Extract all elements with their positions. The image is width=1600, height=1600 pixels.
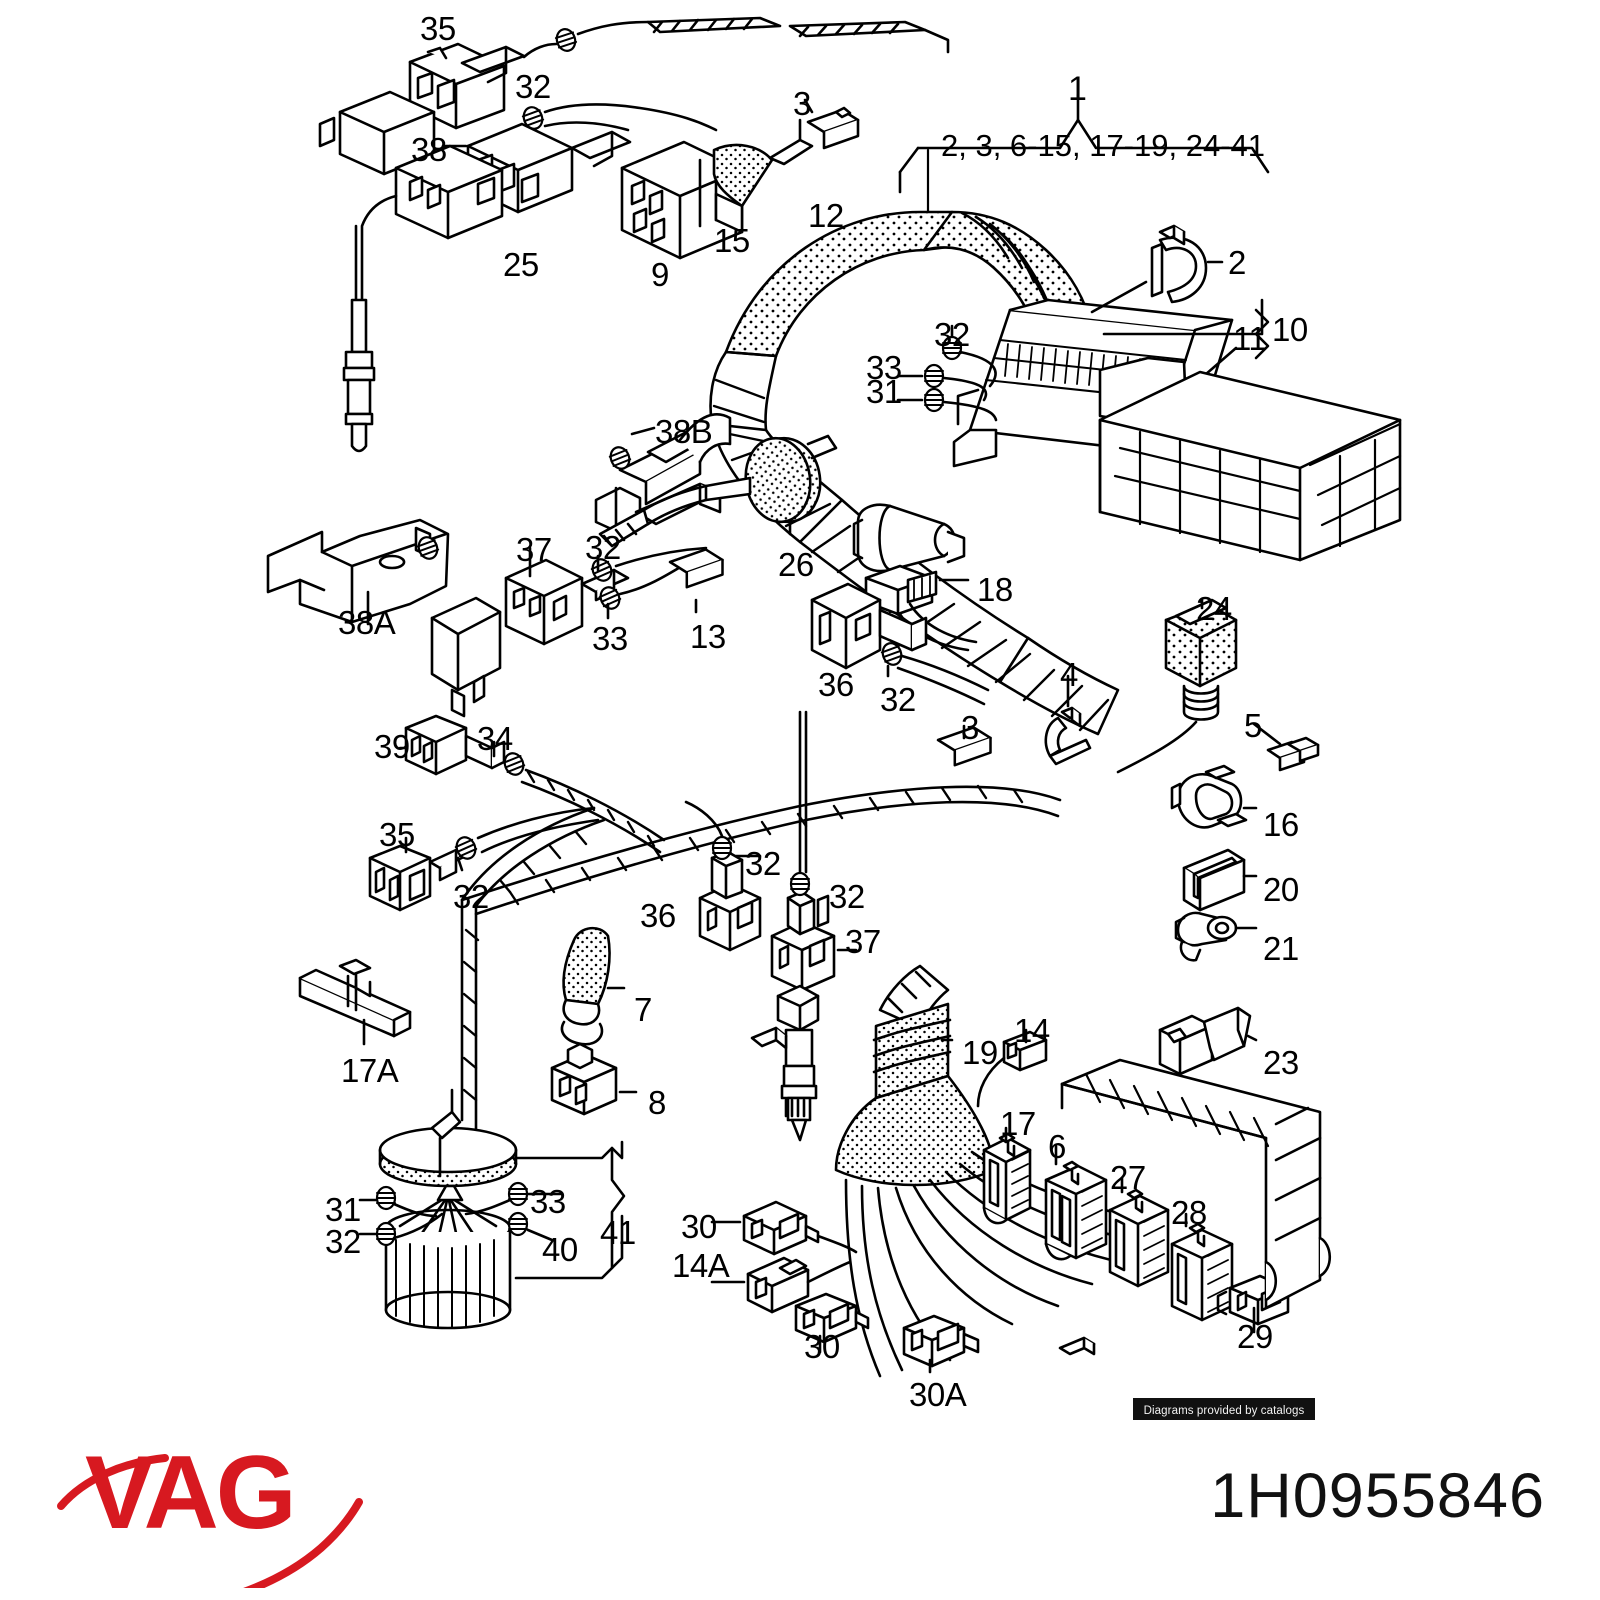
part-number: 1H0955846: [1210, 1461, 1545, 1531]
callout-17: 17: [1000, 1105, 1036, 1142]
callout-15: 15: [714, 222, 750, 259]
callout-21: 21: [1263, 930, 1299, 967]
callout-5: 5: [1244, 707, 1262, 744]
callout-33: 33: [592, 620, 628, 657]
callout-41: 41: [600, 1214, 636, 1251]
callout-3: 3: [793, 85, 811, 122]
callout-4: 4: [1060, 656, 1078, 693]
callout-27: 27: [1110, 1159, 1146, 1196]
callout-40: 40: [542, 1231, 578, 1268]
callout-14: 14: [1014, 1012, 1050, 1049]
callout-20: 20: [1263, 871, 1299, 908]
callout-13: 13: [690, 618, 726, 655]
callout-7: 7: [634, 991, 652, 1028]
callout-31: 31: [866, 373, 902, 410]
callout-39: 39: [374, 728, 410, 765]
callout-17a: 17A: [341, 1052, 399, 1089]
callout-32: 32: [829, 878, 865, 915]
callout-14a: 14A: [672, 1247, 730, 1284]
callout-29: 29: [1237, 1318, 1273, 1355]
callout-16: 16: [1263, 806, 1299, 843]
callout-18: 18: [977, 571, 1013, 608]
callout-32: 32: [515, 68, 551, 105]
callout-35: 35: [420, 10, 456, 47]
callout-33: 33: [866, 349, 902, 386]
callout-38b: 38B: [655, 413, 713, 450]
callout-12: 12: [808, 197, 844, 234]
callout-30: 30: [804, 1328, 840, 1365]
callout-10: 10: [1272, 311, 1308, 348]
callout-32: 32: [745, 845, 781, 882]
assembly-main-label: 1: [1068, 70, 1087, 108]
vag-logo: VAG: [55, 1428, 475, 1588]
watermark-credit: Diagrams provided by catalogs parts: [1133, 1398, 1315, 1424]
callout-38a: 38A: [338, 604, 396, 641]
callout-31: 31: [325, 1191, 361, 1228]
footer-bar: VAG 1H0955846: [0, 1420, 1600, 1600]
callout-28: 28: [1171, 1194, 1207, 1231]
callout-11: 11: [1233, 320, 1267, 357]
callout-36: 36: [640, 897, 676, 934]
callout-32: 32: [325, 1223, 361, 1260]
callout-33: 33: [530, 1183, 566, 1220]
callout-3: 3: [961, 709, 979, 746]
callout-8: 8: [648, 1084, 666, 1121]
callout-25: 25: [503, 246, 539, 283]
callout-6: 6: [1048, 1128, 1066, 1165]
callout-30a: 30A: [909, 1376, 967, 1413]
callout-34: 34: [477, 720, 513, 757]
callout-32: 32: [934, 316, 970, 353]
callout-30: 30: [681, 1208, 717, 1245]
assembly-contents-label: 2, 3, 6-15, 17-19, 24-41: [941, 128, 1266, 163]
callout-37: 37: [845, 923, 881, 960]
callout-24: 24: [1196, 590, 1232, 627]
callout-26: 26: [778, 546, 814, 583]
parts-illustration: [266, 16, 1402, 1378]
callout-35: 35: [379, 816, 415, 853]
callout-32: 32: [453, 878, 489, 915]
callout-2: 2: [1228, 244, 1246, 281]
callout-23: 23: [1263, 1044, 1299, 1081]
callout-9: 9: [651, 256, 669, 293]
callout-38: 38: [411, 131, 447, 168]
callout-36: 36: [818, 666, 854, 703]
callout-32: 32: [585, 529, 621, 566]
callout-19: 19: [962, 1034, 998, 1071]
callout-37: 37: [516, 531, 552, 568]
svg-text:VAG: VAG: [85, 1435, 294, 1551]
callout-32: 32: [880, 681, 916, 718]
